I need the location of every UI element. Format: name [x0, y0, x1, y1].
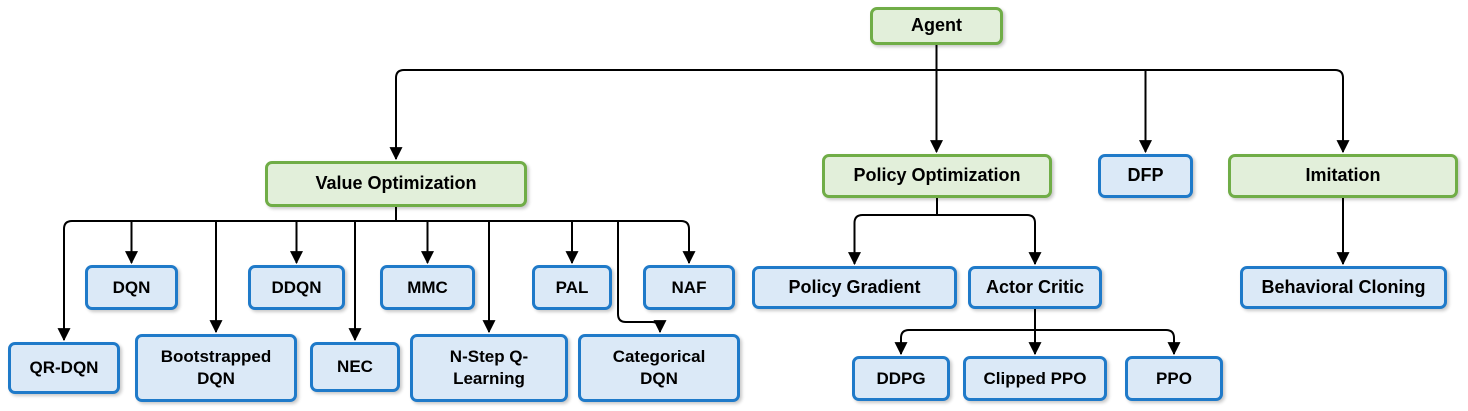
node-dqn: DQN	[85, 265, 178, 310]
node-pal: PAL	[532, 265, 612, 310]
node-n-step-q-learning: N-Step Q-Learning	[410, 334, 568, 402]
node-nec-label: NEC	[337, 357, 373, 377]
node-ddqn: DDQN	[248, 265, 345, 310]
node-dfp-label: DFP	[1127, 165, 1164, 186]
node-behavioral-cloning-label: Behavioral Cloning	[1261, 276, 1426, 297]
node-bootstrapped-dqn-label: Bootstrapped DQN	[160, 347, 272, 388]
node-qr-dqn: QR-DQN	[8, 342, 120, 394]
node-ppo: PPO	[1125, 356, 1223, 401]
node-policy-optimization: Policy Optimization	[822, 154, 1052, 198]
node-dqn-label: DQN	[112, 277, 151, 297]
node-agent-label: Agent	[911, 15, 962, 36]
node-ddpg: DDPG	[852, 356, 950, 401]
node-n-step-q-learning-label: N-Step Q-Learning	[449, 347, 529, 388]
node-nec: NEC	[310, 342, 400, 392]
node-value-optimization-label: Value Optimization	[315, 173, 477, 194]
node-value-optimization: Value Optimization	[265, 161, 527, 207]
node-policy-gradient: Policy Gradient	[752, 266, 957, 309]
node-dfp: DFP	[1098, 154, 1193, 198]
node-mmc: MMC	[380, 265, 475, 310]
node-clipped-ppo: Clipped PPO	[963, 356, 1107, 401]
node-categorical-dqn-label: Categorical DQN	[612, 347, 706, 388]
node-clipped-ppo-label: Clipped PPO	[983, 368, 1087, 388]
node-actor-critic: Actor Critic	[968, 266, 1102, 309]
node-ddpg-label: DDPG	[876, 368, 926, 388]
node-agent: Agent	[870, 7, 1003, 45]
node-behavioral-cloning: Behavioral Cloning	[1240, 266, 1447, 309]
node-bootstrapped-dqn: Bootstrapped DQN	[135, 334, 297, 402]
node-actor-critic-label: Actor Critic	[985, 276, 1084, 297]
node-qr-dqn-label: QR-DQN	[29, 358, 99, 378]
node-categorical-dqn: Categorical DQN	[578, 334, 740, 402]
node-ddqn-label: DDQN	[271, 277, 322, 297]
node-ppo-label: PPO	[1156, 368, 1192, 388]
node-mmc-label: MMC	[407, 277, 448, 297]
node-policy-optimization-label: Policy Optimization	[853, 165, 1021, 186]
node-policy-gradient-label: Policy Gradient	[788, 276, 921, 297]
node-imitation: Imitation	[1228, 154, 1458, 198]
node-imitation-label: Imitation	[1305, 165, 1381, 186]
node-naf-label: NAF	[671, 277, 707, 297]
node-naf: NAF	[643, 265, 735, 310]
node-pal-label: PAL	[555, 277, 589, 297]
